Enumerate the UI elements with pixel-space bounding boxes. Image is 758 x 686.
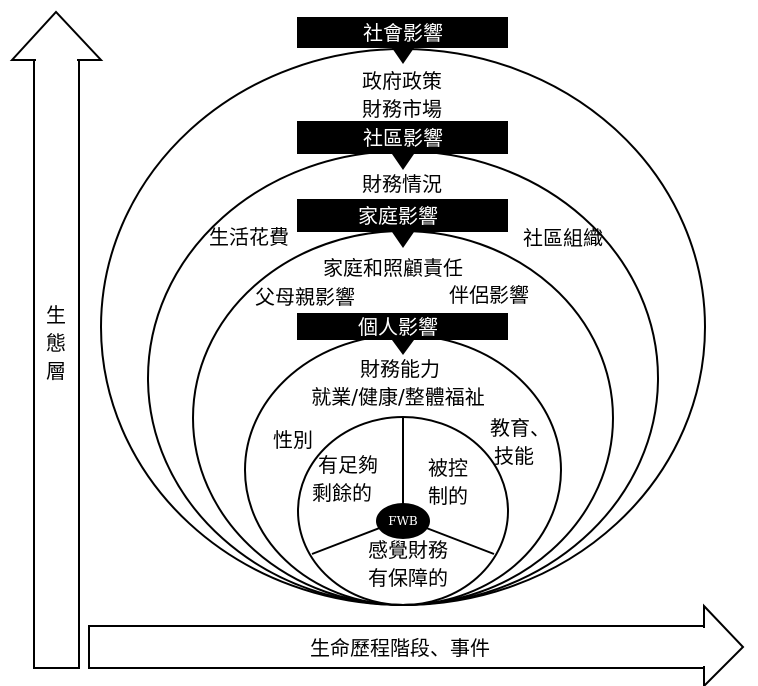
social-header-band — [297, 17, 508, 48]
ecological-level-arrow: 生 態 層 — [9, 10, 104, 669]
horizontal-arrow-head — [703, 603, 745, 686]
core-left-line-1: 有足夠 — [318, 453, 378, 477]
community-ring-center: 財務情況 — [362, 172, 442, 196]
fwb-label: FWB — [388, 514, 418, 528]
community-header-label: 社區影響 — [363, 126, 443, 150]
family-header-label: 家庭影響 — [358, 204, 438, 228]
fwb-badge: FWB — [376, 503, 430, 539]
community-header-band — [297, 121, 508, 154]
core-right-line-1: 被控 — [428, 456, 468, 480]
arrow-joint-mask-h — [700, 628, 708, 666]
core-right-line-2: 制的 — [428, 484, 468, 508]
family-ring-left: 父母親影響 — [255, 285, 355, 309]
community-header: 社區影響 — [297, 121, 508, 170]
life-course-arrow: 生命歷程階段、事件 — [88, 603, 745, 686]
family-header-band — [297, 199, 508, 232]
fwb-badge-oval — [376, 503, 430, 539]
family-ring-center: 家庭和照顧責任 — [323, 256, 463, 280]
vertical-arrow-head — [9, 10, 104, 61]
social-ring-line-1: 政府政策 — [362, 69, 442, 93]
community-down-arrow — [392, 154, 414, 170]
personal-ring-line-2: 就業/健康/整體福祉 — [311, 385, 484, 409]
personal-header-label: 個人影響 — [358, 315, 438, 339]
social-ring-line-2: 財務市場 — [362, 97, 442, 121]
personal-down-arrow — [392, 340, 414, 355]
core-circle — [297, 416, 509, 606]
arrow-joint-mask — [36, 58, 77, 64]
community-ring-left: 生活花費 — [209, 225, 289, 249]
personal-header: 個人影響 — [297, 313, 508, 355]
personal-ring-right-line-2: 技能 — [494, 444, 534, 468]
vertical-axis-char-2: 態 — [46, 331, 66, 355]
social-header: 社會影響 — [297, 17, 508, 64]
social-header-label: 社會影響 — [363, 21, 443, 45]
vertical-axis-char-3: 層 — [46, 359, 66, 383]
personal-ring-left: 性別 — [273, 428, 313, 452]
community-ring-right: 社區組織 — [523, 226, 603, 250]
family-down-arrow — [392, 232, 414, 248]
horizontal-axis-label: 生命歷程階段、事件 — [310, 636, 490, 660]
family-ring-right: 伴侶影響 — [449, 283, 529, 307]
social-down-arrow — [392, 48, 414, 64]
core-bottom-line-1: 感覺財務 — [368, 538, 448, 562]
personal-ring-line-1: 財務能力 — [360, 357, 440, 381]
personal-header-band — [297, 313, 508, 340]
vertical-axis-char-1: 生 — [46, 303, 66, 327]
core-bottom-line-2: 有保障的 — [368, 566, 448, 590]
personal-ring-right-line-1: 教育、 — [490, 416, 550, 440]
family-header: 家庭影響 — [297, 199, 508, 248]
core-left-line-2: 剩餘的 — [312, 481, 372, 505]
